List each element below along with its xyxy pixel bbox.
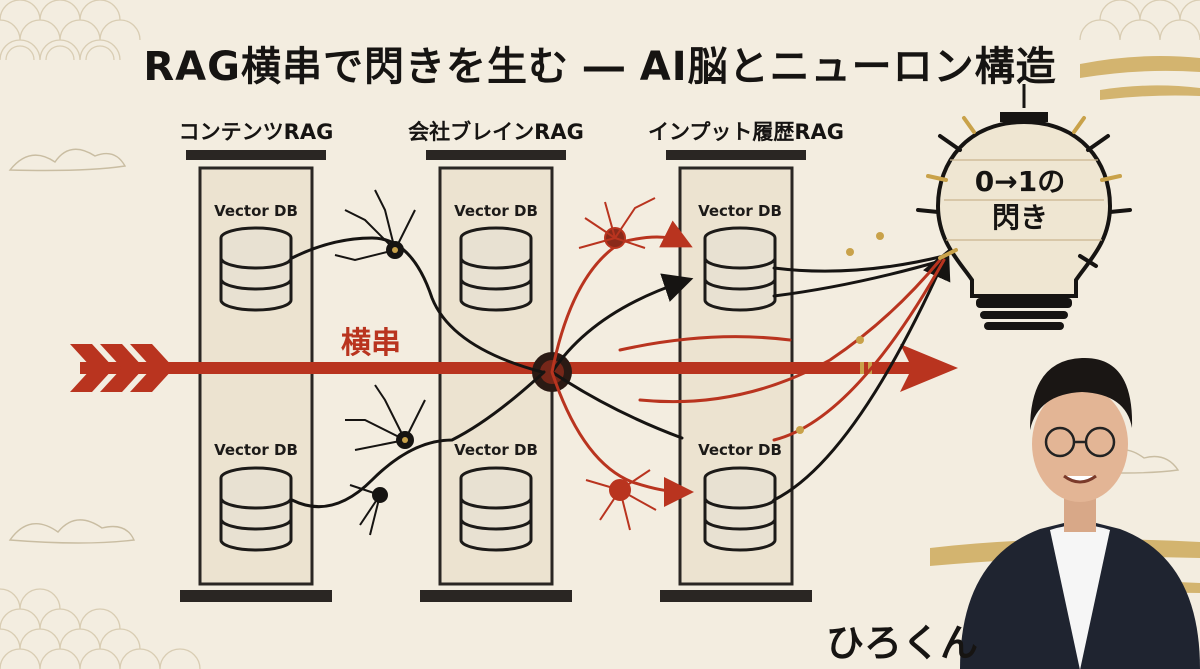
neuron-icon (578, 197, 656, 249)
db-label: Vector DB (454, 441, 538, 459)
db-label: Vector DB (454, 202, 538, 220)
database-icon (459, 226, 533, 312)
presenter-name: ひろくん (826, 621, 979, 665)
arrow-icon (70, 344, 958, 392)
column-label-company-brain-rag: 会社ブレインRAG (408, 120, 584, 144)
database-icon (459, 466, 533, 552)
db-label: Vector DB (698, 202, 782, 220)
bulb-text-line1: 0→1の (974, 165, 1066, 198)
column-label-content-rag: コンテンツRAG (178, 120, 334, 144)
database-icon (219, 466, 293, 552)
arrow-label: 横串 (341, 326, 401, 361)
gold-brush-top-right-2 (1100, 85, 1200, 100)
db-label: Vector DB (214, 202, 298, 220)
db-label: Vector DB (698, 441, 782, 459)
gold-brush-top-right (1080, 56, 1200, 78)
db-label: Vector DB (214, 441, 298, 459)
neuron-icon (349, 484, 388, 536)
cloud-top-left (8, 148, 127, 172)
neuron-icon (585, 469, 657, 531)
cloud-bottom-left (8, 519, 136, 544)
database-icon (703, 226, 777, 312)
neuron-icon (334, 189, 416, 262)
wave-pattern-top-right (1079, 0, 1200, 41)
database-icon (703, 466, 777, 552)
page-title: RAG横串で閃きを生む ― AI脳とニューロン構造 (143, 44, 1057, 90)
lightbulb-icon (916, 84, 1132, 330)
neuron-icon (345, 384, 426, 451)
bulb-text-line2: 閃き (991, 201, 1048, 234)
column-label-input-history-rag: インプット履歴RAG (647, 120, 845, 144)
wave-pattern-top-left (0, 0, 141, 61)
avatar (960, 357, 1200, 669)
wave-pattern-bottom-left (0, 588, 201, 669)
database-icon (219, 226, 293, 312)
